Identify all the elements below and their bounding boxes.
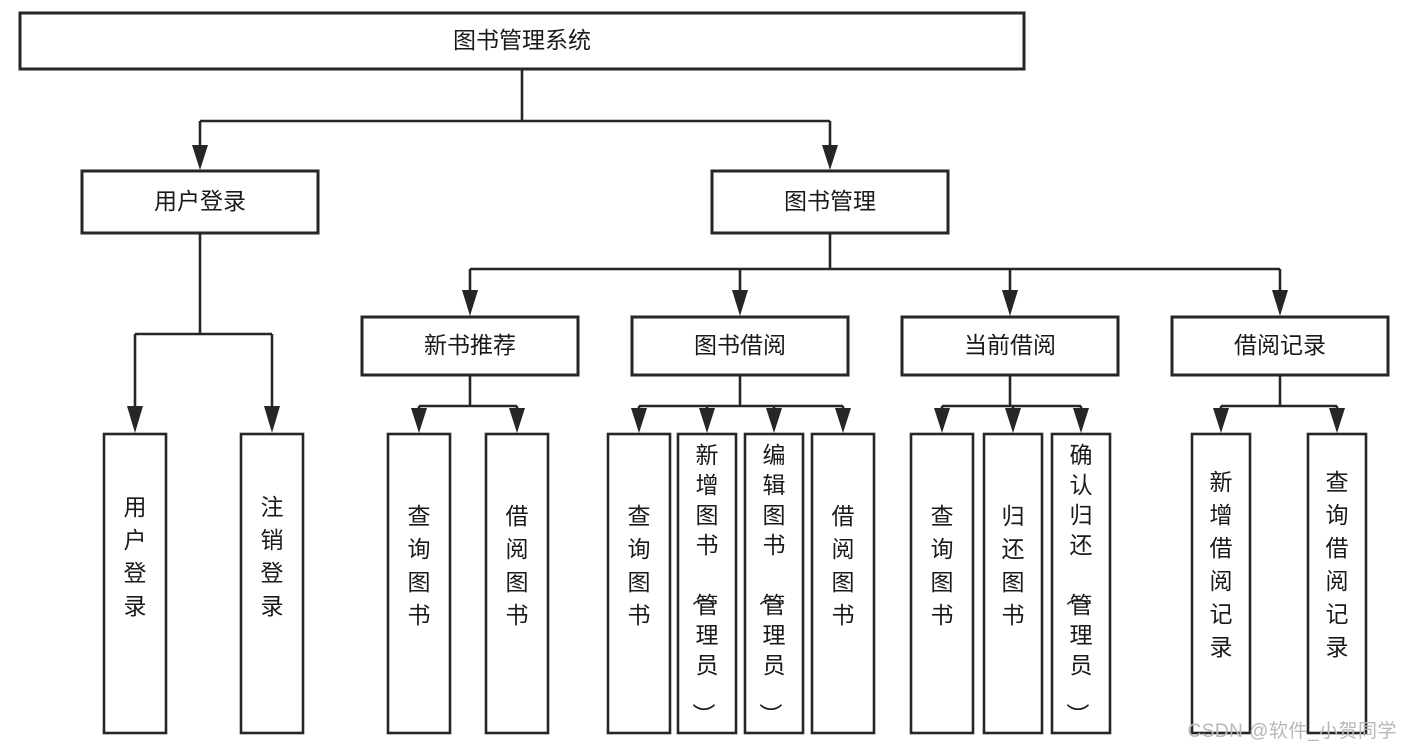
node-leaf-query-book-1-box[interactable] (386, 432, 452, 735)
node-root-label: 图书管理系统 (453, 27, 591, 53)
node-leaf-add-book-box[interactable] (676, 432, 738, 735)
node-current-borrow-label: 当前借阅 (964, 332, 1056, 358)
node-leaf-return-book-label: 归还图书 (1002, 503, 1025, 628)
node-book-borrow-box[interactable] (630, 315, 850, 377)
node-leaf-borrow-book-2[interactable]: 借阅图书 (810, 432, 876, 735)
node-leaf-query-book-3-label: 查询图书 (931, 503, 954, 628)
node-leaf-borrow-book-1-label: 借阅图书 (506, 503, 529, 628)
node-leaf-confirm-return-box[interactable] (1050, 432, 1112, 735)
node-user-login-box[interactable] (80, 169, 320, 235)
arrow-head-root-to-user-login (192, 145, 208, 170)
node-root[interactable]: 图书管理系统 (18, 11, 1026, 71)
node-leaf-borrow-book-2-label: 借阅图书 (832, 503, 855, 628)
node-leaf-add-borrow-record-box[interactable] (1190, 432, 1252, 735)
connector-layer (127, 69, 1345, 433)
node-new-book-recommend[interactable]: 新书推荐 (360, 315, 580, 377)
node-user-login-label: 用户登录 (154, 188, 246, 214)
node-current-borrow-box[interactable] (900, 315, 1120, 377)
node-leaf-borrow-book-1[interactable]: 借阅图书 (484, 432, 550, 735)
node-leaf-query-book-3-box[interactable] (909, 432, 975, 735)
node-new-book-recommend-label: 新书推荐 (424, 332, 516, 358)
arrow-head-bookmgmt-to-borrow (732, 290, 748, 316)
node-leaf-user-login[interactable]: 用户登录 (102, 432, 168, 735)
node-current-borrow[interactable]: 当前借阅 (900, 315, 1120, 377)
node-borrow-records-box[interactable] (1170, 315, 1390, 377)
arrow-head-bookmgmt-to-records (1272, 290, 1288, 316)
arrow-head-newbook-to-leaf1 (411, 408, 427, 433)
node-leaf-borrow-book-2-box[interactable] (810, 432, 876, 735)
node-leaf-edit-book-box[interactable] (743, 432, 805, 735)
node-leaf-query-book-1[interactable]: 查询图书 (386, 432, 452, 735)
arrow-head-borrow-to-leaf4 (835, 408, 851, 433)
node-book-management-label: 图书管理 (784, 188, 876, 214)
node-user-login[interactable]: 用户登录 (80, 169, 320, 235)
node-leaf-query-book-3[interactable]: 查询图书 (909, 432, 975, 735)
node-leaf-return-book-box[interactable] (982, 432, 1044, 735)
node-leaf-add-book[interactable]: 新增图书（管理员） (676, 432, 738, 735)
node-leaf-query-book-2[interactable]: 查询图书 (606, 432, 672, 735)
arrow-head-records-to-leaf1 (1213, 408, 1229, 433)
arrow-head-current-to-leaf1 (934, 408, 950, 433)
node-book-borrow-label: 图书借阅 (694, 332, 786, 358)
node-leaf-query-book-2-label: 查询图书 (628, 503, 651, 628)
node-leaf-logout[interactable]: 注销登录 (239, 432, 305, 735)
node-leaf-add-borrow-record-label: 新增借阅记录 (1210, 469, 1233, 660)
arrow-head-bookmgmt-to-current (1002, 290, 1018, 316)
arrow-head-current-to-leaf2 (1005, 408, 1021, 433)
node-root-box[interactable] (18, 11, 1026, 71)
arrow-head-userlogin-to-leaf2 (264, 406, 280, 433)
node-leaf-query-borrow-record-box[interactable] (1306, 432, 1368, 735)
node-leaf-add-book-label: 新增图书（管理员） (691, 442, 719, 726)
node-leaf-logout-label: 注销登录 (261, 494, 284, 619)
node-book-borrow[interactable]: 图书借阅 (630, 315, 850, 377)
node-borrow-records[interactable]: 借阅记录 (1170, 315, 1390, 377)
node-leaf-edit-book[interactable]: 编辑图书（管理员） (743, 432, 805, 735)
node-leaf-logout-box[interactable] (239, 432, 305, 735)
arrow-head-newbook-to-leaf2 (509, 408, 525, 433)
arrow-head-current-to-leaf3 (1073, 408, 1089, 433)
node-book-management[interactable]: 图书管理 (710, 169, 950, 235)
node-new-book-recommend-box[interactable] (360, 315, 580, 377)
node-leaf-user-login-label: 用户登录 (124, 494, 147, 619)
node-borrow-records-label: 借阅记录 (1234, 332, 1326, 358)
node-leaf-query-borrow-record[interactable]: 查询借阅记录 (1306, 432, 1368, 735)
node-leaf-confirm-return[interactable]: 确认归还（管理员） (1050, 432, 1112, 735)
csdn-watermark: CSDN @软件_小贺同学 (1187, 721, 1397, 742)
arrow-head-bookmgmt-to-newbook (462, 290, 478, 316)
arrow-head-borrow-to-leaf2 (699, 408, 715, 433)
node-leaf-query-book-1-label: 查询图书 (408, 503, 431, 628)
node-leaf-query-book-2-box[interactable] (606, 432, 672, 735)
arrow-head-records-to-leaf2 (1329, 408, 1345, 433)
arrow-head-root-to-book-mgmt (822, 145, 838, 170)
node-leaf-user-login-box[interactable] (102, 432, 168, 735)
node-leaf-query-borrow-record-label: 查询借阅记录 (1326, 469, 1349, 660)
arrow-head-borrow-to-leaf1 (631, 408, 647, 433)
node-leaf-edit-book-label: 编辑图书（管理员） (758, 442, 786, 726)
node-leaf-borrow-book-1-box[interactable] (484, 432, 550, 735)
node-leaf-return-book[interactable]: 归还图书 (982, 432, 1044, 735)
node-leaf-confirm-return-label: 确认归还（管理员） (1065, 442, 1093, 726)
node-leaf-add-borrow-record[interactable]: 新增借阅记录 (1190, 432, 1252, 735)
node-book-management-box[interactable] (710, 169, 950, 235)
arrow-head-userlogin-to-leaf1 (127, 406, 143, 433)
arrow-head-borrow-to-leaf3 (766, 408, 782, 433)
